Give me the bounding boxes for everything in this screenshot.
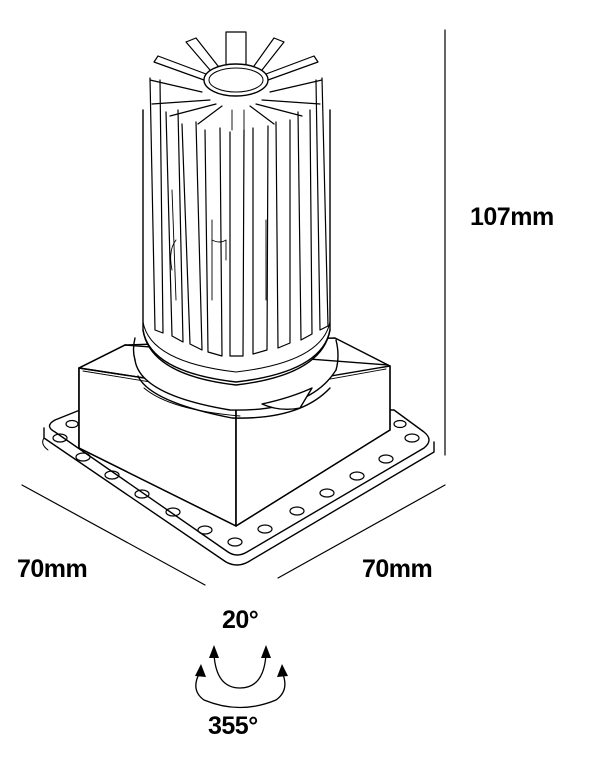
top-radial-fins — [149, 31, 323, 125]
tilt-arrow-icon — [209, 645, 271, 689]
width-dimension-line-left — [21, 484, 206, 586]
heatsink-body — [142, 109, 331, 386]
width-label-left: 70mm — [17, 555, 88, 583]
rotation-arrow-icon — [195, 664, 288, 709]
flange-holes — [52, 419, 420, 547]
heatsink-fins — [149, 77, 329, 357]
width-dimension-line-right — [277, 484, 446, 579]
rotation-angle-label: 355° — [208, 712, 258, 740]
top-cap — [203, 63, 269, 97]
tilt-angle-label: 20° — [222, 606, 259, 634]
width-label-right: 70mm — [362, 555, 433, 583]
height-label: 107mm — [470, 203, 554, 231]
